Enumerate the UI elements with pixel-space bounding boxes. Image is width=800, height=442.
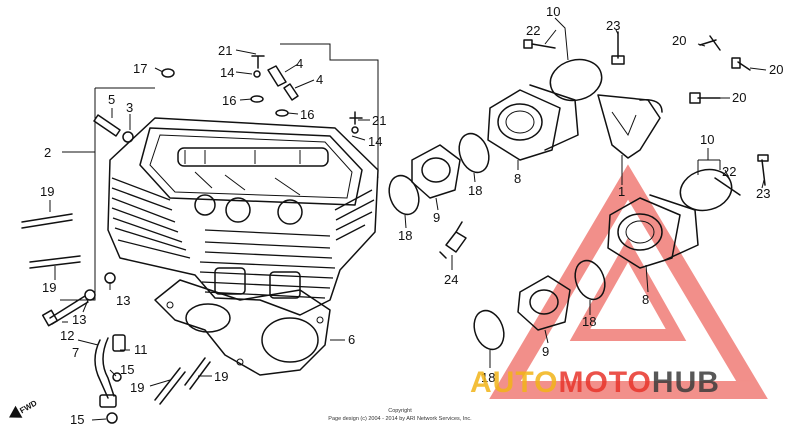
label-8: 8 [642,292,649,307]
label-9: 9 [433,210,440,225]
label-16: 16 [222,93,236,108]
label-15: 15 [70,412,84,427]
label-6: 6 [348,332,355,347]
label-14: 14 [220,65,234,80]
label-20: 20 [769,62,783,77]
label-13: 13 [72,312,86,327]
label-10: 10 [700,132,714,147]
label-21: 21 [218,43,232,58]
label-11: 11 [134,342,148,357]
label-19: 19 [214,369,228,384]
oil-pipe-7 [94,334,126,424]
label-24: 24 [444,272,458,287]
label-23: 23 [756,186,770,201]
carburetor-insulator-upper [487,84,579,161]
label-19: 19 [42,280,56,295]
label-8: 8 [514,171,521,186]
label-13: 13 [116,293,130,308]
svg-text:AUTOMOTOHUB: AUTOMOTOHUB [470,366,720,399]
bracket-part-1 [597,94,663,159]
label-2: 2 [44,145,51,160]
label-18: 18 [468,183,482,198]
label-19: 19 [40,184,54,199]
cylinder-head-gasket [154,279,331,376]
label-4: 4 [316,72,323,87]
carburetor-insulator-lower [607,194,699,269]
watermark-word-auto: AUTO [470,366,558,399]
label-18: 18 [582,314,596,329]
label-16: 16 [300,107,314,122]
part-number-labels: 2 17 5 3 21 14 4 4 16 16 21 14 19 19 13 … [40,4,783,427]
label-12: 12 [60,328,74,343]
leader-lines [49,17,767,421]
copyright-line-1: Copyright [388,408,412,414]
watermark-word-hub: HUB [652,366,720,399]
label-21: 21 [372,113,386,128]
intake-flange-upper [411,144,461,199]
label-4: 4 [296,56,303,71]
stud-bolts-19 [21,213,211,405]
watermark-brand-text: AUTOMOTOHUB [470,366,720,399]
label-15: 15 [120,362,134,377]
label-22: 22 [722,164,736,179]
label-18: 18 [398,228,412,243]
label-20: 20 [672,33,686,48]
label-3: 3 [126,100,133,115]
forward-direction-indicator: FWD [9,398,39,418]
label-1: 1 [618,184,625,199]
small-fasteners-top [93,55,363,143]
label-5: 5 [108,92,115,107]
label-18: 18 [481,370,495,385]
watermark-word-moto: MOTO [558,366,651,399]
label-20: 20 [732,90,746,105]
spark-plug-24 [439,221,467,259]
o-rings-18 [388,132,606,351]
copyright-line-2: Page design (c) 2004 - 2014 by ARI Netwo… [328,416,472,422]
fwd-label: FWD [18,398,38,415]
label-10: 10 [546,4,560,19]
label-7: 7 [72,345,79,360]
label-9: 9 [542,344,549,359]
label-19: 19 [130,380,144,395]
cylinder-head-part [107,117,379,316]
screws-20-22-23 [523,31,769,196]
label-17: 17 [133,61,147,76]
label-23: 23 [606,18,620,33]
label-22: 22 [526,23,540,38]
label-14: 14 [368,134,382,149]
hose-bands-10 [549,58,733,212]
intake-flange-lower [517,275,571,331]
